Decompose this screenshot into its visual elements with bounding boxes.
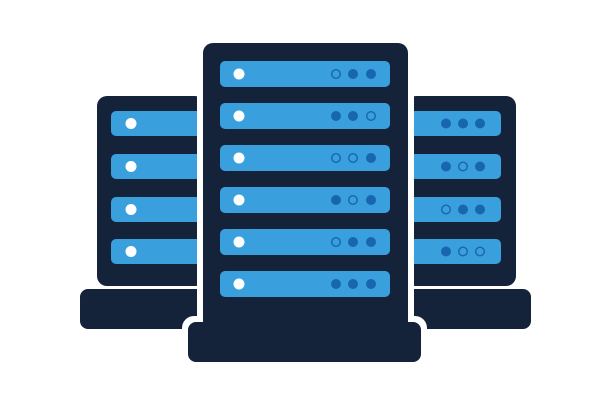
- indicator-dot-outline-icon: [366, 110, 377, 121]
- indicator-dot-filled-icon: [458, 204, 468, 215]
- indicator-dot-filled-icon: [331, 111, 341, 121]
- server-slot: [220, 61, 390, 87]
- server-slot: [220, 187, 390, 213]
- server-slot-panel: [406, 197, 501, 222]
- server-slot-panel: [220, 61, 390, 87]
- right-server-rack: [406, 96, 531, 329]
- indicator-dot-outline-icon: [331, 68, 342, 79]
- server-slot: [406, 239, 501, 264]
- server-slot-panel: [111, 154, 205, 179]
- server-slot-panel: [111, 111, 205, 136]
- indicator-dot-outline-icon: [331, 236, 342, 247]
- rack-base: [188, 322, 421, 362]
- status-led-icon: [233, 236, 245, 248]
- indicator-dot-outline-icon: [348, 194, 359, 205]
- status-led-icon: [125, 118, 137, 129]
- left-server-rack: [80, 96, 205, 329]
- indicator-dot-filled-icon: [475, 204, 485, 215]
- indicator-dot-outline-icon: [458, 161, 469, 172]
- status-led-icon: [125, 204, 137, 215]
- server-slot: [406, 197, 501, 222]
- server-slot-panel: [220, 187, 390, 213]
- status-led-icon: [233, 110, 245, 122]
- server-slot: [111, 154, 205, 179]
- rack-cabinet: [406, 96, 516, 286]
- indicator-dot-outline-icon: [441, 204, 452, 215]
- indicator-dot-filled-icon: [366, 69, 376, 79]
- indicator-dot-filled-icon: [366, 279, 376, 289]
- indicator-dot-filled-icon: [348, 237, 358, 247]
- server-slot: [220, 145, 390, 171]
- indicator-dot-outline-icon: [475, 246, 486, 257]
- indicator-dot-outline-icon: [458, 246, 469, 257]
- indicator-dot-filled-icon: [331, 195, 341, 205]
- status-led-icon: [233, 194, 245, 206]
- server-slot: [111, 197, 205, 222]
- indicator-dot-filled-icon: [458, 118, 468, 129]
- rack-base: [80, 289, 205, 329]
- status-led-icon: [233, 152, 245, 164]
- indicator-dot-outline-icon: [331, 152, 342, 163]
- indicator-dot-filled-icon: [441, 246, 451, 257]
- status-led-icon: [125, 246, 137, 257]
- server-slot: [406, 154, 501, 179]
- server-slot: [111, 111, 205, 136]
- server-slot-panel: [406, 154, 501, 179]
- rack-base: [406, 289, 531, 329]
- server-slot-panel: [220, 145, 390, 171]
- server-slot-panel: [220, 229, 390, 255]
- indicator-dot-filled-icon: [366, 195, 376, 205]
- server-slot: [220, 271, 390, 297]
- status-led-icon: [233, 278, 245, 290]
- status-led-icon: [233, 68, 245, 80]
- server-slot-panel: [406, 111, 501, 136]
- indicator-dot-filled-icon: [348, 279, 358, 289]
- rack-cabinet: [97, 96, 205, 286]
- server-slot: [220, 103, 390, 129]
- server-slot: [111, 239, 205, 264]
- server-slot-panel: [220, 103, 390, 129]
- indicator-dot-filled-icon: [331, 279, 341, 289]
- server-slot-panel: [111, 239, 205, 264]
- indicator-dot-filled-icon: [475, 118, 485, 129]
- server-slot-panel: [220, 271, 390, 297]
- server-slot-panel: [111, 197, 205, 222]
- indicator-dot-filled-icon: [366, 237, 376, 247]
- indicator-dot-filled-icon: [366, 153, 376, 163]
- server-slot-panel: [406, 239, 501, 264]
- indicator-dot-filled-icon: [348, 111, 358, 121]
- server-slot: [220, 229, 390, 255]
- center-server-rack: [182, 37, 427, 368]
- indicator-dot-filled-icon: [441, 118, 451, 129]
- indicator-dot-filled-icon: [348, 69, 358, 79]
- indicator-dot-filled-icon: [475, 161, 485, 172]
- status-led-icon: [125, 161, 137, 172]
- indicator-dot-outline-icon: [348, 152, 359, 163]
- indicator-dot-filled-icon: [441, 161, 451, 172]
- server-slot: [406, 111, 501, 136]
